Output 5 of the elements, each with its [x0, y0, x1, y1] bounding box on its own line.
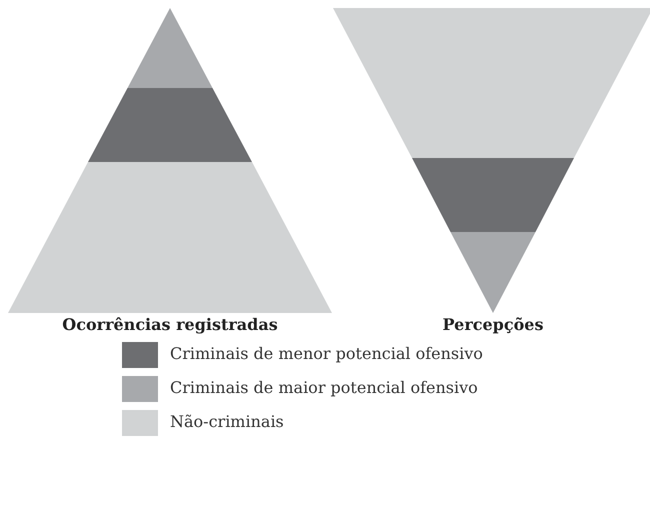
legend-label: Criminais de menor potencial ofensivo [170, 344, 483, 363]
pyramid-caption: Ocorrências registradas [62, 315, 278, 334]
pyramid-caption: Percepções [442, 315, 544, 334]
legend-label: Criminais de maior potencial ofensivo [170, 378, 478, 397]
legend-label: Não-criminais [170, 412, 284, 431]
